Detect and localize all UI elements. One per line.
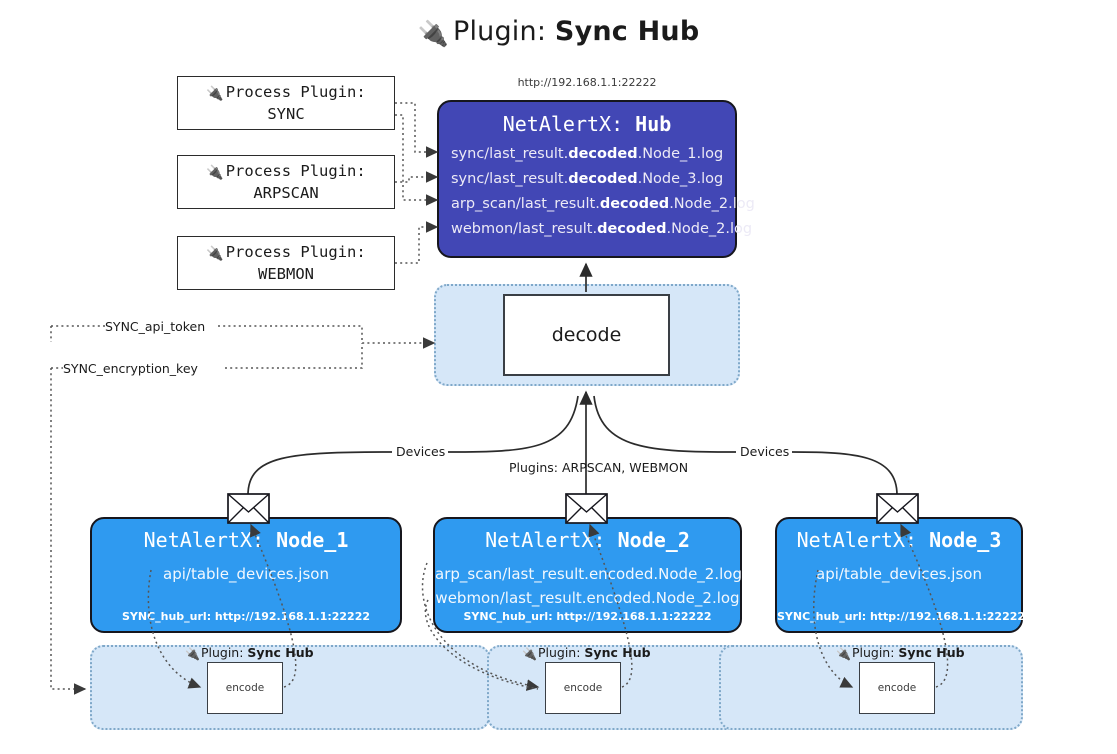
node-header: NetAlertX: Node_1 xyxy=(143,528,349,552)
node-2[interactable]: NetAlertX: Node_2 arp_scan/last_result.e… xyxy=(433,517,742,633)
plug-icon: 🔌 xyxy=(417,19,449,48)
hub-node[interactable]: NetAlertX: Hub sync/last_result.decoded.… xyxy=(437,100,755,258)
process-plugin-title: 🔌Process Plugin: xyxy=(206,243,366,263)
node-3-plugin-label: 🔌Plugin: Sync Hub xyxy=(836,645,965,661)
node-file-list: api/table_devices.json xyxy=(92,562,400,586)
encode-box-node-3[interactable]: encode xyxy=(859,662,935,714)
hub-log-list: sync/last_result.decoded.Node_1.log sync… xyxy=(439,142,755,242)
plug-icon: 🔌 xyxy=(836,647,851,661)
node-3[interactable]: NetAlertX: Node_3 api/table_devices.json… xyxy=(775,517,1026,633)
hub-header-prefix: NetAlertX: xyxy=(502,112,624,136)
plug-icon: 🔌 xyxy=(206,165,224,182)
hub-log-row: webmon/last_result.decoded.Node_2.log xyxy=(451,220,753,237)
process-plugin-webmon[interactable]: 🔌Process Plugin: WEBMON xyxy=(177,236,395,290)
edge-label-api-token: SYNC_api_token xyxy=(105,319,205,334)
wire-sync-to-hub-2 xyxy=(395,171,439,183)
wire-node1-devices xyxy=(247,451,393,496)
process-plugin-name: WEBMON xyxy=(258,264,314,283)
edge-label-devices-left: Devices xyxy=(396,444,445,459)
plug-icon: 🔌 xyxy=(206,246,224,263)
node-file-row: webmon/last_result.encoded.Node_2.log xyxy=(435,589,740,608)
node-hub-url: SYNC_hub_url: http://192.168.1.1:22222 xyxy=(463,610,712,623)
hub-header-name: Hub xyxy=(635,112,672,136)
page-title-prefix: Plugin: xyxy=(452,16,547,47)
node-header: NetAlertX: Node_2 xyxy=(485,528,690,552)
edge-label-plugins-center: Plugins: ARPSCAN, WEBMON xyxy=(509,460,688,475)
wire-webmon-to-hub xyxy=(395,221,439,264)
page-title-name: Sync Hub xyxy=(554,16,700,47)
process-plugin-name: ARPSCAN xyxy=(253,183,319,202)
hub-url-label: http://192.168.1.1:22222 xyxy=(517,76,657,89)
node-header: NetAlertX: Node_3 xyxy=(796,528,1002,552)
plug-icon: 🔌 xyxy=(206,86,224,103)
wire-node1-devices-2 xyxy=(447,395,579,453)
node-file-row: api/table_devices.json xyxy=(816,565,982,583)
node-2-plugin-label: 🔌Plugin: Sync Hub xyxy=(522,645,651,661)
wire-api-token-to-decode xyxy=(218,325,436,349)
edge-label-encryption-key: SYNC_encryption_key xyxy=(63,361,199,376)
process-plugin-arpscan[interactable]: 🔌Process Plugin: ARPSCAN xyxy=(177,155,395,209)
node-1[interactable]: NetAlertX: Node_1 api/table_devices.json… xyxy=(90,517,402,633)
encode-box-node-2[interactable]: encode xyxy=(545,662,621,714)
node-file-list: api/table_devices.json xyxy=(777,562,1021,586)
wire-arpscan-to-hub xyxy=(395,114,439,206)
node-file-row: arp_scan/last_result.encoded.Node_2.log xyxy=(435,565,742,583)
wire-sync-to-hub-1 xyxy=(395,102,439,158)
wire-settings-to-plugins xyxy=(50,368,87,695)
edge-label-devices-right: Devices xyxy=(740,444,789,459)
node-file-list: arp_scan/last_result.encoded.Node_2.log … xyxy=(435,562,742,611)
node-hub-url: SYNC_hub_url: http://192.168.1.1:22222 xyxy=(777,610,1026,623)
process-plugin-sync[interactable]: 🔌Process Plugin: SYNC xyxy=(177,76,395,130)
process-plugin-title: 🔌Process Plugin: xyxy=(206,83,366,103)
plug-icon: 🔌 xyxy=(522,647,537,661)
decode-box[interactable]: decode xyxy=(503,294,670,376)
encode-box-node-1[interactable]: encode xyxy=(207,662,283,714)
node-1-plugin-label: 🔌Plugin: Sync Hub xyxy=(185,645,314,661)
plug-icon: 🔌 xyxy=(185,647,200,661)
node-hub-url: SYNC_hub_url: http://192.168.1.1:22222 xyxy=(121,610,371,623)
process-plugin-name: SYNC xyxy=(267,104,305,123)
hub-log-row: sync/last_result.decoded.Node_3.log xyxy=(451,170,724,187)
wire-node3-devices xyxy=(791,451,898,496)
process-plugin-title: 🔌Process Plugin: xyxy=(206,162,366,182)
node-file-row: api/table_devices.json xyxy=(163,565,329,583)
wire-node3-devices-2 xyxy=(593,395,737,453)
hub-log-row: sync/last_result.decoded.Node_1.log xyxy=(451,146,724,162)
hub-header: NetAlertX: Hub xyxy=(439,112,735,136)
page-title: 🔌Plugin: Sync Hub xyxy=(0,16,1117,49)
hub-log-row: arp_scan/last_result.decoded.Node_2.log xyxy=(451,195,755,212)
wire-enc-key-to-decode xyxy=(225,343,363,369)
